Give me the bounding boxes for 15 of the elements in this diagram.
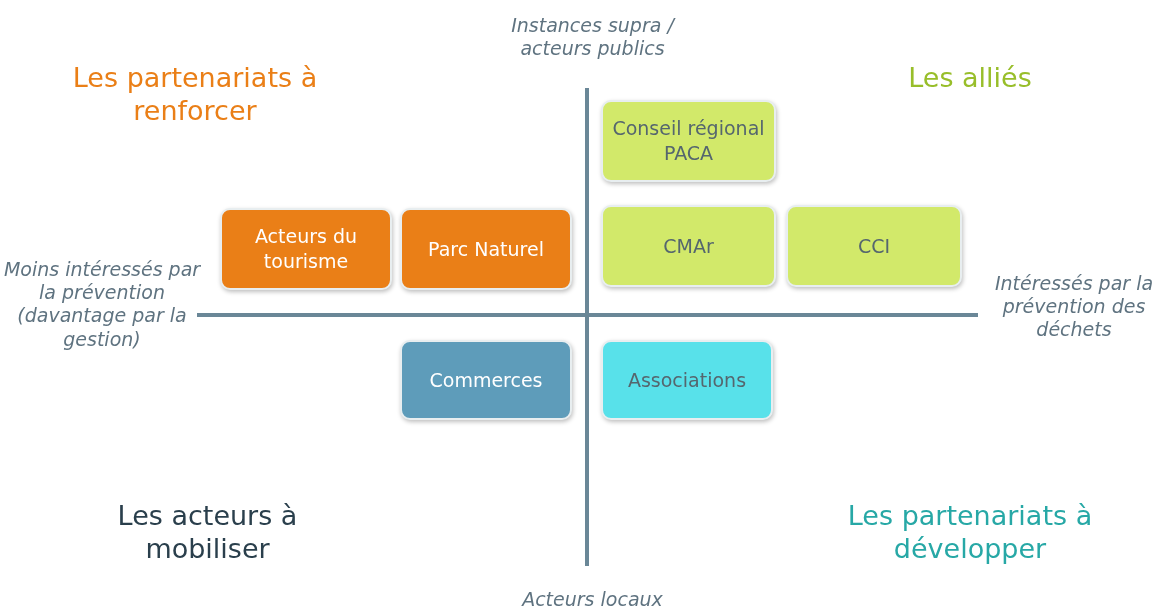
actor-box: Conseil régional PACA bbox=[601, 100, 776, 182]
axis-label: Instances supra / acteurs publics bbox=[510, 14, 677, 61]
quadrant-title: Les acteurs à mobiliser bbox=[116, 500, 299, 566]
axis-label: Moins intéressés par la prévention (davantage par la gestion) bbox=[2, 258, 202, 351]
quadrant-title: Les partenariats à développer bbox=[846, 500, 1094, 566]
actor-box: Parc Naturel bbox=[400, 208, 572, 290]
quadrant-title: Les partenariats à renforcer bbox=[71, 62, 319, 128]
axis-label: Intéressés par la prévention des déchets bbox=[993, 272, 1155, 342]
actor-box: Acteurs du tourisme bbox=[220, 208, 392, 290]
actor-box: Commerces bbox=[400, 340, 572, 420]
actor-box: Associations bbox=[601, 340, 773, 420]
axis-label: Acteurs locaux bbox=[520, 588, 664, 612]
actor-box: CMAr bbox=[601, 205, 776, 287]
actor-box: CCI bbox=[786, 205, 962, 287]
quadrant-title: Les alliés bbox=[907, 62, 1033, 95]
